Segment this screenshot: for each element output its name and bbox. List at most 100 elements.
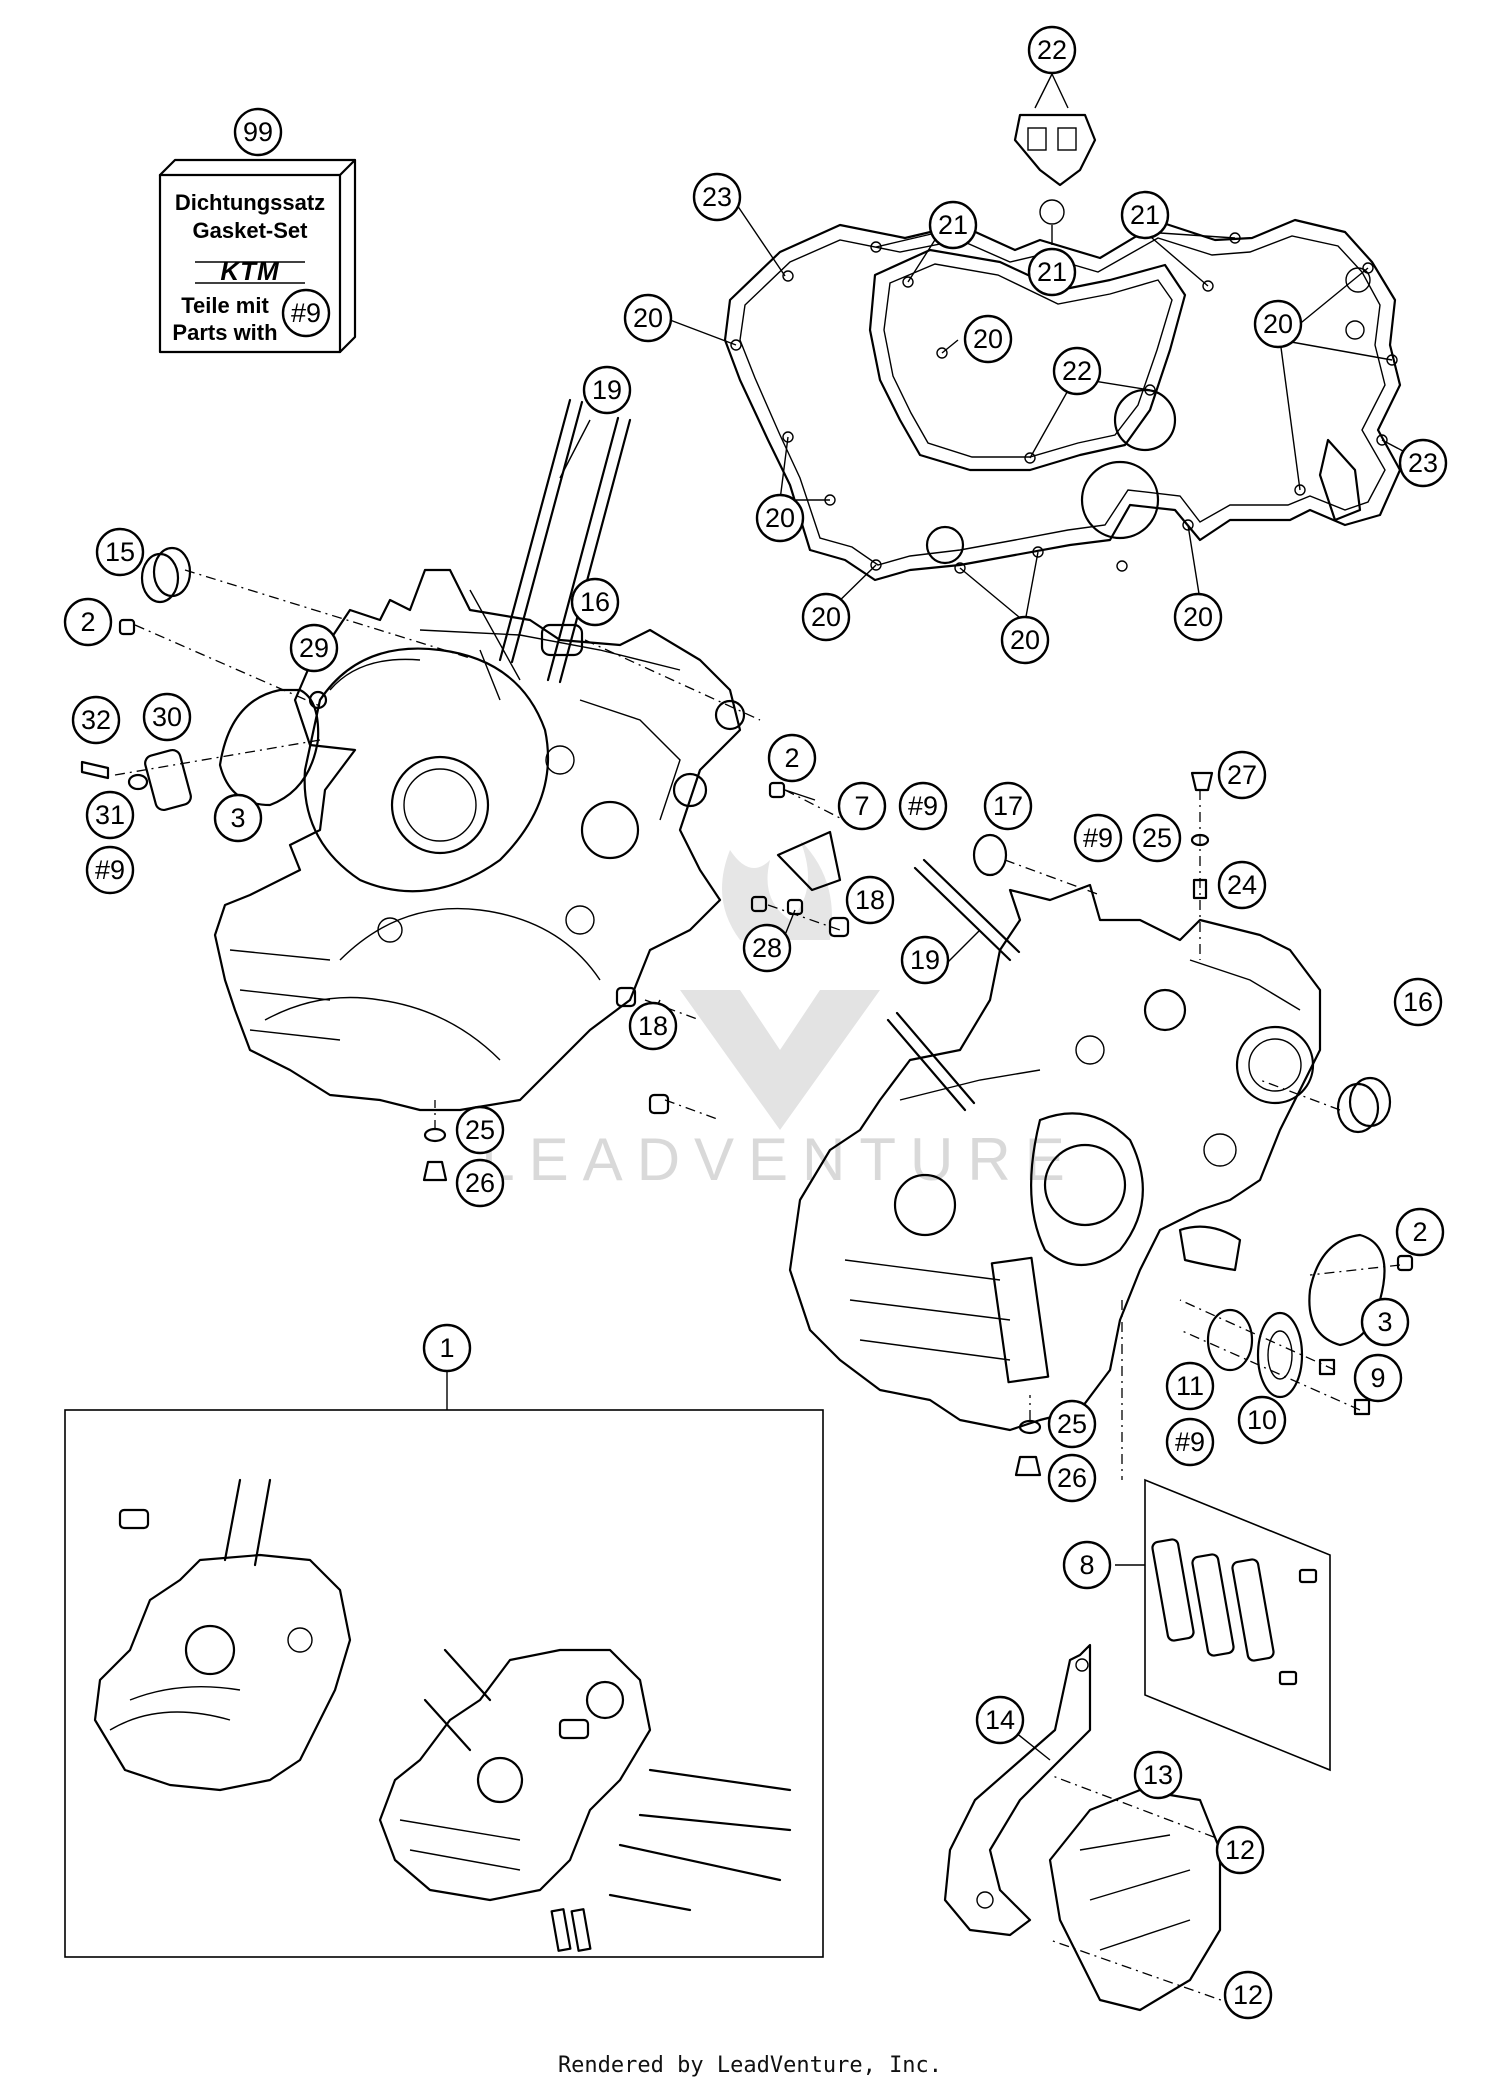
callout-3-right: 3 [1360, 1297, 1410, 1347]
svg-text:16: 16 [580, 587, 610, 617]
callout-20-inner: 20 [963, 314, 1013, 364]
svg-text:19: 19 [910, 945, 940, 975]
svg-text:#9: #9 [95, 855, 125, 885]
kit-parts-english: Parts with [172, 320, 277, 345]
kit-line-german: Dichtungssatz [175, 190, 325, 215]
callout-ref-9-center: #9 [898, 781, 948, 831]
complete-crankcase-assembly [64, 1409, 824, 1958]
svg-text:11: 11 [1176, 1371, 1204, 1401]
svg-text:23: 23 [1408, 448, 1438, 478]
svg-text:31: 31 [95, 800, 125, 830]
svg-text:18: 18 [638, 1011, 668, 1041]
svg-text:22: 22 [1037, 35, 1067, 65]
callout-20-bottom-right: 20 [1173, 592, 1223, 642]
svg-text:2: 2 [80, 607, 95, 637]
svg-text:#9: #9 [908, 791, 938, 821]
callout-9: 9 [1353, 1353, 1403, 1403]
svg-text:29: 29 [299, 633, 329, 663]
svg-text:27: 27 [1227, 760, 1257, 790]
callout-13: 13 [1133, 1750, 1183, 1800]
callout-11: 11 [1165, 1361, 1215, 1411]
callout-3-left: 3 [213, 793, 263, 843]
svg-text:25: 25 [1057, 1409, 1087, 1439]
svg-text:26: 26 [1057, 1463, 1087, 1493]
callout-25-left: 25 [455, 1105, 505, 1155]
assembly-center-lines [114, 569, 1401, 2006]
callout-99: 99 [233, 107, 283, 157]
svg-text:10: 10 [1247, 1405, 1277, 1435]
callout-31: 31 [85, 790, 135, 840]
svg-text:12: 12 [1233, 1980, 1263, 2010]
callout-kit-ref-9: #9 [281, 288, 331, 338]
svg-text:3: 3 [230, 803, 245, 833]
callout-20-left: 20 [623, 293, 673, 343]
svg-text:7: 7 [854, 791, 869, 821]
svg-text:30: 30 [152, 702, 182, 732]
callout-21-right: 21 [1120, 190, 1170, 240]
leader-lines [446, 73, 1421, 1761]
gasket-kit-box: Dichtungssatz Gasket-Set KTM Teile mit P… [158, 158, 357, 354]
svg-text:20: 20 [1010, 625, 1040, 655]
callout-17: 17 [983, 781, 1033, 831]
svg-text:9: 9 [1370, 1363, 1385, 1393]
callout-19-lower: 19 [900, 935, 950, 985]
callout-25-right: 25 [1047, 1399, 1097, 1449]
svg-text:#9: #9 [1175, 1427, 1205, 1457]
svg-text:8: 8 [1079, 1550, 1094, 1580]
callout-2-upper-right: 2 [767, 733, 817, 783]
svg-text:28: 28 [752, 933, 782, 963]
callout-20-bottom-left: 20 [801, 592, 851, 642]
callout-16-upper: 16 [570, 577, 620, 627]
callout-ref-9-bottom: #9 [1165, 1417, 1215, 1467]
crankcase-studs-lower [886, 858, 1021, 1112]
crankcase-gasket [723, 113, 1402, 582]
svg-text:20: 20 [765, 503, 795, 533]
svg-text:2: 2 [1412, 1217, 1427, 1247]
svg-text:99: 99 [243, 117, 273, 147]
svg-text:25: 25 [1142, 823, 1172, 853]
kit-parts-german: Teile mit [181, 293, 269, 318]
callout-21-left: 21 [928, 200, 978, 250]
callout-26-left: 26 [455, 1158, 505, 1208]
svg-text:32: 32 [81, 705, 111, 735]
callout-19-upper: 19 [582, 365, 632, 415]
svg-text:20: 20 [1183, 602, 1213, 632]
svg-text:12: 12 [1225, 1835, 1255, 1865]
svg-text:20: 20 [811, 602, 841, 632]
callout-12-lower: 12 [1223, 1970, 1273, 2020]
ktm-logo: KTM [220, 256, 280, 286]
svg-text:26: 26 [465, 1168, 495, 1198]
oil-screen-set [1144, 1478, 1331, 1772]
callout-16-right: 16 [1393, 977, 1443, 1027]
callout-29: 29 [289, 623, 339, 673]
svg-text:23: 23 [702, 182, 732, 212]
callout-25-top: 25 [1132, 813, 1182, 863]
svg-text:17: 17 [993, 791, 1023, 821]
callout-21-center: 21 [1027, 247, 1077, 297]
svg-text:24: 24 [1227, 870, 1257, 900]
small-parts [80, 546, 1414, 2018]
callout-10: 10 [1237, 1395, 1287, 1445]
callout-26-right: 26 [1047, 1453, 1097, 1503]
callout-18-upper: 18 [845, 875, 895, 925]
callout-8: 8 [1062, 1540, 1112, 1590]
svg-text:13: 13 [1143, 1760, 1173, 1790]
callout-20-right: 20 [1253, 299, 1303, 349]
svg-text:16: 16 [1403, 987, 1433, 1017]
svg-text:21: 21 [1130, 200, 1160, 230]
callout-20-bottom: 20 [1000, 615, 1050, 665]
svg-text:2: 2 [784, 743, 799, 773]
left-crankcase-half [213, 568, 746, 1112]
callout-2-left: 2 [63, 597, 113, 647]
svg-text:14: 14 [985, 1705, 1015, 1735]
callout-23-left: 23 [692, 172, 742, 222]
svg-text:19: 19 [592, 375, 622, 405]
svg-text:18: 18 [855, 885, 885, 915]
render-credit-footer: Rendered by LeadVenture, Inc. [557, 2053, 943, 2078]
callout-27: 27 [1217, 750, 1267, 800]
svg-text:#9: #9 [291, 298, 321, 328]
svg-text:22: 22 [1062, 356, 1092, 386]
svg-text:25: 25 [465, 1115, 495, 1145]
callout-28: 28 [742, 923, 792, 973]
